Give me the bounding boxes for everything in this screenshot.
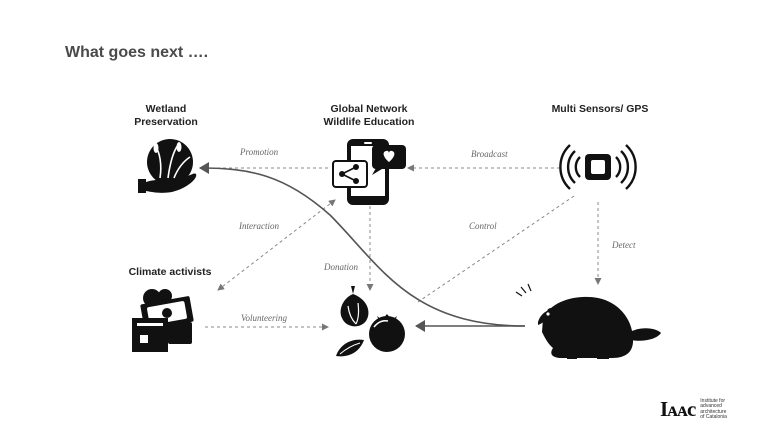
edge-label-broadcast: Broadcast — [471, 149, 508, 159]
page-title: What goes next …. — [65, 44, 209, 61]
wetland-hand-icon — [138, 139, 197, 193]
edge-label-volunteering: Volunteering — [241, 313, 287, 323]
phone-share-icon — [332, 139, 406, 205]
donation-box-icon — [132, 289, 194, 352]
logo-text: Institute for advanced architecture of C… — [700, 397, 727, 420]
edge-beaver-to-wetland — [199, 162, 526, 327]
iaac-logo: Iᴀᴀc Institute for advanced architecture… — [660, 397, 727, 422]
edge-control — [417, 195, 575, 303]
logo-mark: Iᴀᴀc — [660, 397, 696, 421]
label-multi-sensors: Multi Sensors/ GPS — [551, 103, 649, 115]
edge-label-detect: Detect — [612, 240, 636, 250]
label-climate-activists: Climate activists — [128, 266, 212, 278]
beaver-icon — [515, 283, 661, 359]
edge-interaction — [217, 199, 336, 291]
edge-label-promotion: Promotion — [240, 147, 279, 157]
vegetables-icon — [336, 286, 405, 357]
label-global-network: Global Network Wildlife Education — [323, 103, 415, 128]
edge-label-control: Control — [469, 221, 497, 231]
label-wetland-preservation: Wetland Preservation — [134, 103, 198, 128]
edge-label-donation: Donation — [324, 262, 359, 272]
sensor-signal-icon — [559, 144, 637, 190]
